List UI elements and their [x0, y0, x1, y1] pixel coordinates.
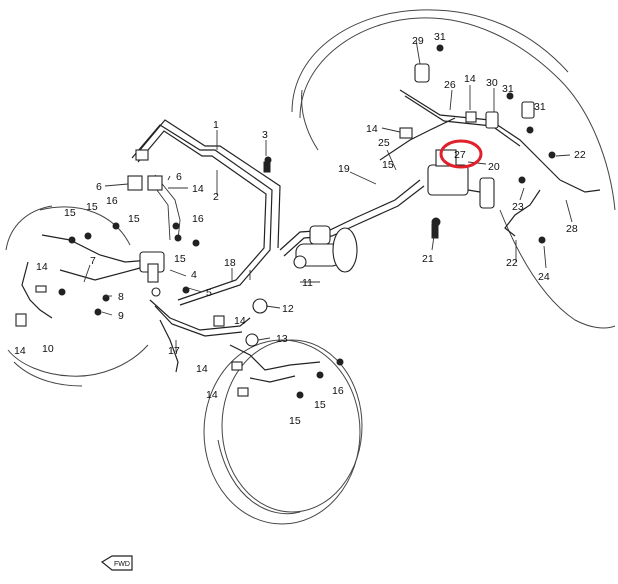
callout-18: 18 [224, 257, 236, 269]
proportioning-valve [139, 251, 165, 297]
callout-25-15: 15 [382, 159, 394, 171]
callout-15d: 15 [174, 253, 186, 265]
callout-3: 3 [262, 129, 268, 141]
callout-5: 5 [206, 287, 212, 299]
front-left-tire [5, 205, 149, 387]
callout-17: 17 [168, 345, 180, 357]
callout-31a: 31 [434, 31, 446, 43]
callout-31b: 31 [502, 83, 514, 95]
callout-29: 29 [412, 35, 424, 47]
callout-15f: 15 [314, 399, 326, 411]
callout-31c: 31 [534, 101, 546, 113]
callout-16c: 16 [332, 385, 344, 397]
callout-6a: 6 [96, 181, 102, 193]
callout-22a: 22 [574, 149, 586, 161]
callout-labels: 1 2 3 4 5 6 6 7 8 9 10 11 12 13 14 14 14… [14, 31, 586, 427]
callout-12: 12 [282, 303, 294, 315]
callout-21: 21 [422, 253, 434, 265]
callout-10: 10 [42, 343, 54, 355]
brake-pipes [21, 89, 601, 383]
callout-30: 30 [486, 77, 498, 89]
junction-block [127, 149, 163, 191]
callout-27: 27 [454, 149, 466, 161]
callout-14e: 14 [196, 363, 208, 375]
callout-1: 1 [213, 119, 219, 131]
callout-26: 26 [444, 79, 456, 91]
highlight-circle [439, 139, 483, 169]
callout-14d: 14 [234, 315, 246, 327]
callout-9: 9 [118, 310, 124, 322]
callout-16a: 16 [106, 195, 118, 207]
callout-4: 4 [191, 269, 197, 281]
clamps [15, 63, 535, 397]
fwd-label: FWD [114, 561, 130, 568]
callout-14a: 14 [36, 261, 48, 273]
callout-14b: 14 [14, 345, 26, 357]
callout-14h: 14 [464, 73, 476, 85]
callout-13: 13 [276, 333, 288, 345]
bolts-and-fittings [58, 44, 556, 399]
callout-6b: 6 [176, 171, 182, 183]
callout-19: 19 [338, 163, 350, 175]
callout-28: 28 [566, 223, 578, 235]
callout-25: 25 [378, 137, 390, 149]
callout-14g: 14 [366, 123, 378, 135]
callout-7: 7 [90, 255, 96, 267]
callout-14f: 14 [206, 389, 218, 401]
callout-23: 23 [512, 201, 524, 213]
fwd-arrow-icon: FWD [100, 555, 133, 571]
callout-15a: 15 [64, 207, 76, 219]
callout-24: 24 [538, 271, 550, 283]
callout-20: 20 [488, 161, 500, 173]
callout-15b: 15 [86, 201, 98, 213]
callout-16b: 16 [192, 213, 204, 225]
master-cylinder [293, 225, 358, 273]
leader-lines [83, 39, 573, 352]
rear-left-tire [203, 339, 363, 525]
callout-15c: 15 [128, 213, 140, 225]
callout-14c: 14 [192, 183, 204, 195]
callout-11: 11 [302, 277, 313, 289]
callout-8: 8 [118, 291, 124, 303]
callout-15e: 15 [289, 415, 301, 427]
callout-2: 2 [213, 191, 219, 203]
callout-22b: 22 [506, 257, 518, 269]
